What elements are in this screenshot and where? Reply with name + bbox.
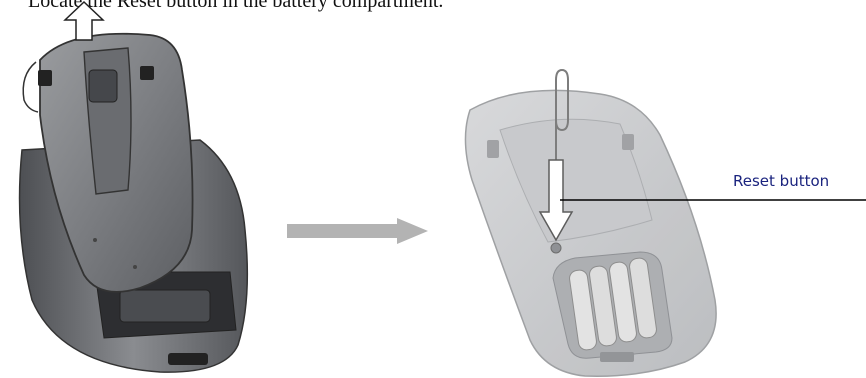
right-arrow-icon	[287, 218, 428, 244]
connector-port	[168, 353, 208, 365]
reset-hole	[551, 243, 561, 253]
device-open-cover	[20, 2, 248, 372]
reset-button-label: Reset button	[733, 172, 829, 190]
device-battery-compartment	[465, 70, 716, 376]
